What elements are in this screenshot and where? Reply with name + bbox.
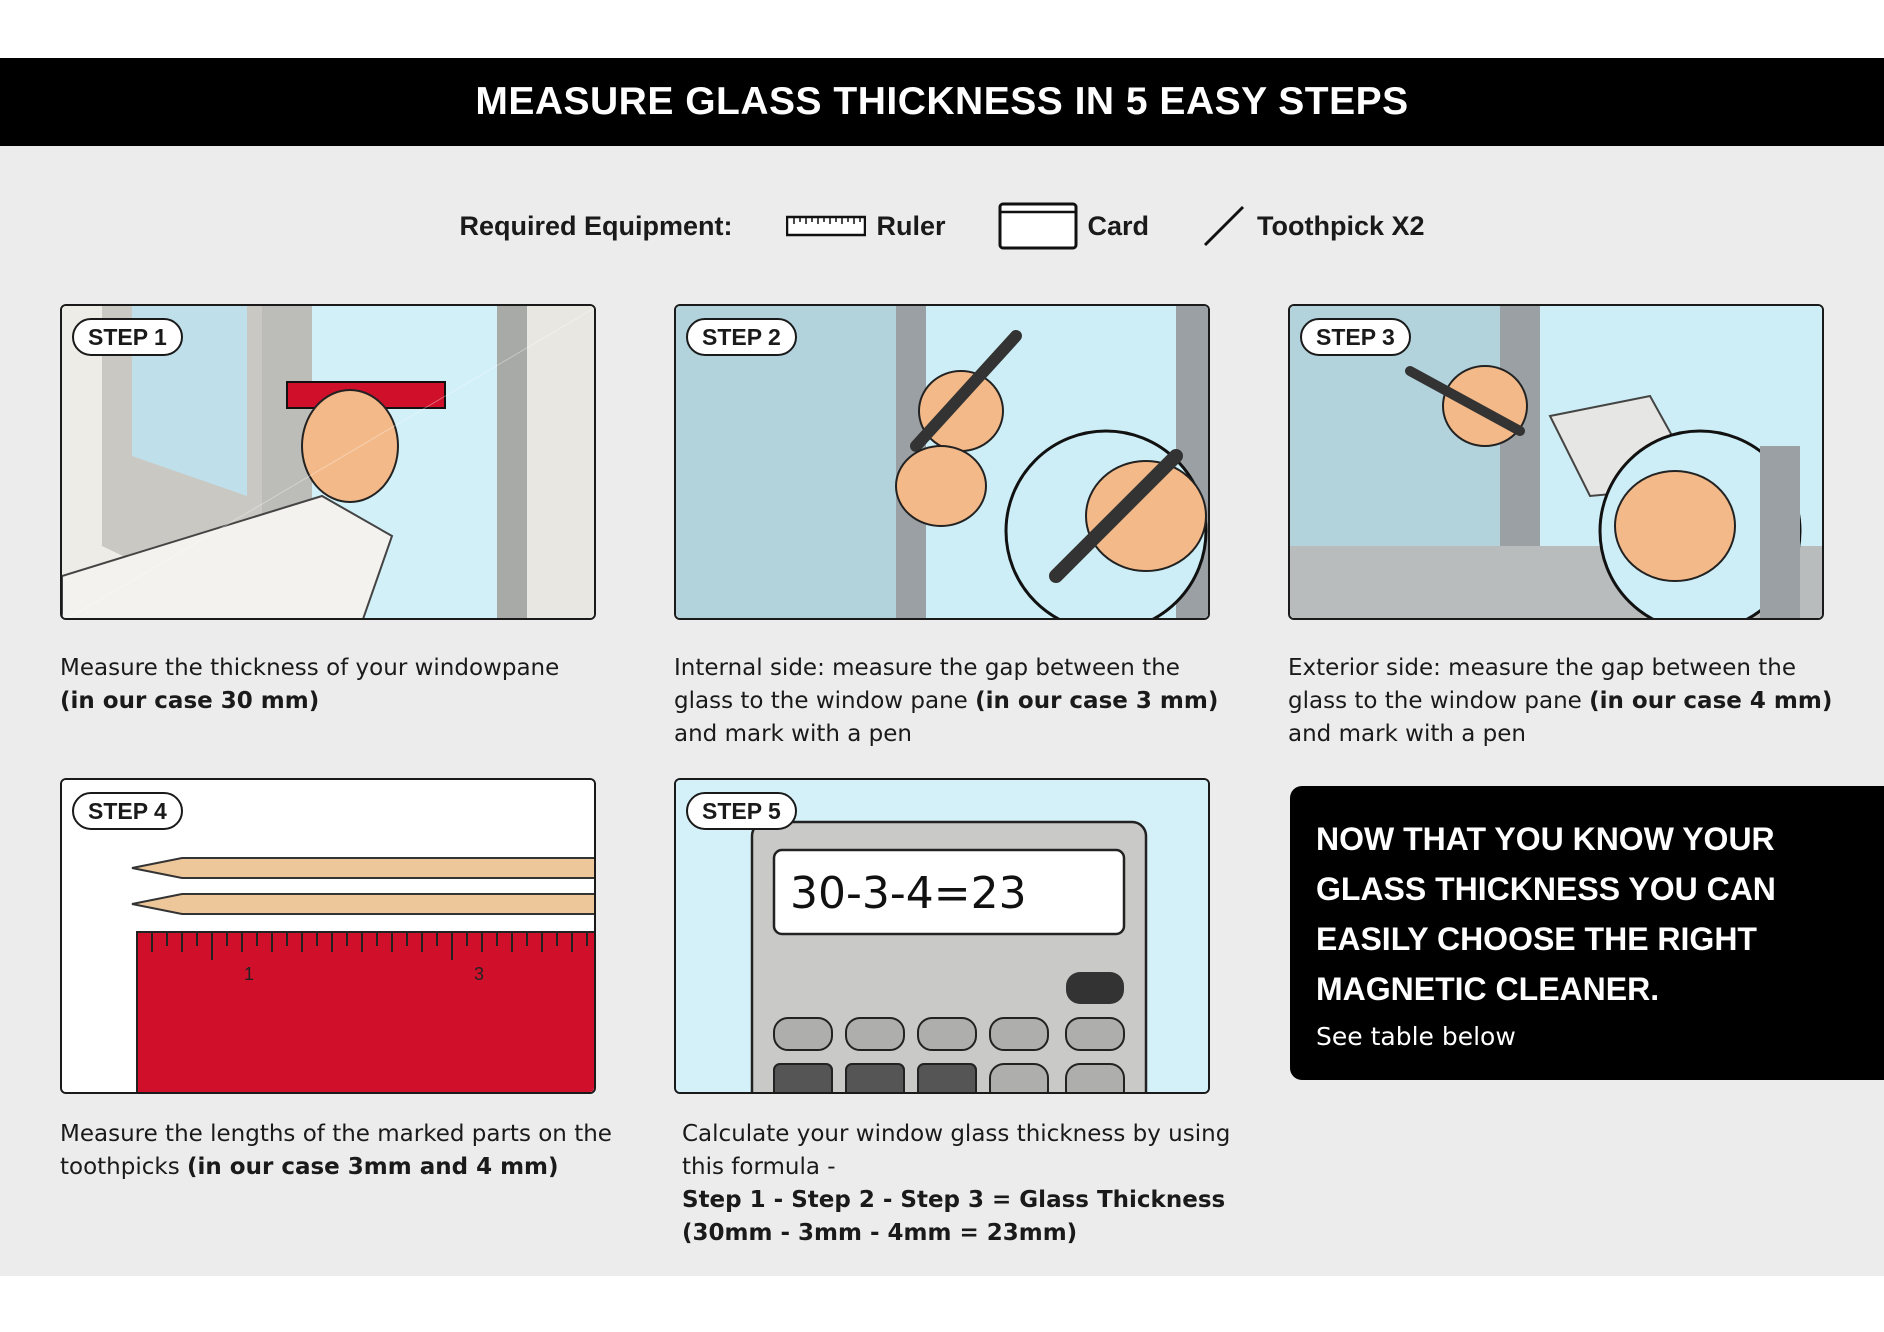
equipment-ruler: Ruler: [786, 210, 946, 242]
cta-line-4: MAGNETIC CLEANER.: [1316, 971, 1660, 1007]
step-2-caption: Internal side: measure the gap between t…: [674, 652, 1234, 751]
step-1-text: Measure the thickness of your windowpane: [60, 655, 560, 681]
calculator-display: 30-3-4=23: [790, 868, 1027, 919]
step-5-caption: Calculate your window glass thickness by…: [682, 1118, 1242, 1250]
step-4-text: Measure the lengths of the marked parts …: [60, 1121, 612, 1180]
cta-line-1: NOW THAT YOU KNOW YOUR: [1316, 821, 1775, 857]
step-5-illustration: 30-3-4=23 STEP 5: [674, 778, 1210, 1094]
step-3-text: Exterior side: measure the gap between t…: [1288, 655, 1796, 714]
step-2-tail: and mark with a pen: [674, 721, 913, 747]
step-1-illustration: STEP 1: [60, 304, 596, 620]
equipment-label: Required Equipment:: [459, 210, 733, 241]
step-2-text: Internal side: measure the gap between t…: [674, 655, 1180, 714]
ruler-tick-3: 3: [474, 964, 484, 984]
step-2-badge: STEP 2: [686, 318, 797, 356]
page-title: MEASURE GLASS THICKNESS IN 5 EASY STEPS: [0, 58, 1884, 146]
step-3-highlight: (in our case 4 mm): [1589, 688, 1833, 714]
ruler-tick-1: 1: [244, 964, 254, 984]
toothpick-icon: [1201, 203, 1247, 249]
step-5-example: (30mm - 3mm - 4mm = 23mm): [682, 1220, 1078, 1246]
step-3-illustration: STEP 3: [1288, 304, 1824, 620]
cta-see-table: See table below: [1316, 1022, 1516, 1051]
step-5-formula: Step 1 - Step 2 - Step 3 = Glass Thickne…: [682, 1187, 1226, 1213]
equipment-card-label: Card: [1087, 210, 1150, 241]
step-3-tail: and mark with a pen: [1288, 721, 1527, 747]
cta-box: NOW THAT YOU KNOW YOUR GLASS THICKNESS Y…: [1290, 786, 1884, 1080]
step-4-badge: STEP 4: [72, 792, 183, 830]
step-1-caption: Measure the thickness of your windowpane…: [60, 652, 600, 718]
step-2-illustration: STEP 2: [674, 304, 1210, 620]
step-1-highlight: (in our case 30 mm): [60, 688, 320, 714]
step-5-text: Calculate your window glass thickness by…: [682, 1121, 1231, 1180]
equipment-toothpick-label: Toothpick X2: [1257, 210, 1425, 241]
cta-line-3: EASILY CHOOSE THE RIGHT: [1316, 921, 1757, 957]
step-4-illustration: 1 3 STEP 4: [60, 778, 596, 1094]
equipment-ruler-label: Ruler: [876, 210, 946, 241]
step-4-caption: Measure the lengths of the marked parts …: [60, 1118, 620, 1184]
step-1-badge: STEP 1: [72, 318, 183, 356]
step-3-caption: Exterior side: measure the gap between t…: [1288, 652, 1848, 751]
cta-line-2: GLASS THICKNESS YOU CAN: [1316, 871, 1776, 907]
step-5-badge: STEP 5: [686, 792, 797, 830]
equipment-toothpick: Toothpick X2: [1201, 203, 1425, 249]
card-icon: [998, 202, 1078, 250]
step-3-badge: STEP 3: [1300, 318, 1411, 356]
ruler-icon: [786, 215, 867, 237]
equipment-card: Card: [998, 202, 1150, 250]
step-2-highlight: (in our case 3 mm): [975, 688, 1219, 714]
step-4-highlight: (in our case 3mm and 4 mm): [187, 1154, 559, 1180]
required-equipment: Required Equipment: Ruler Card Toothpick…: [0, 188, 1884, 264]
